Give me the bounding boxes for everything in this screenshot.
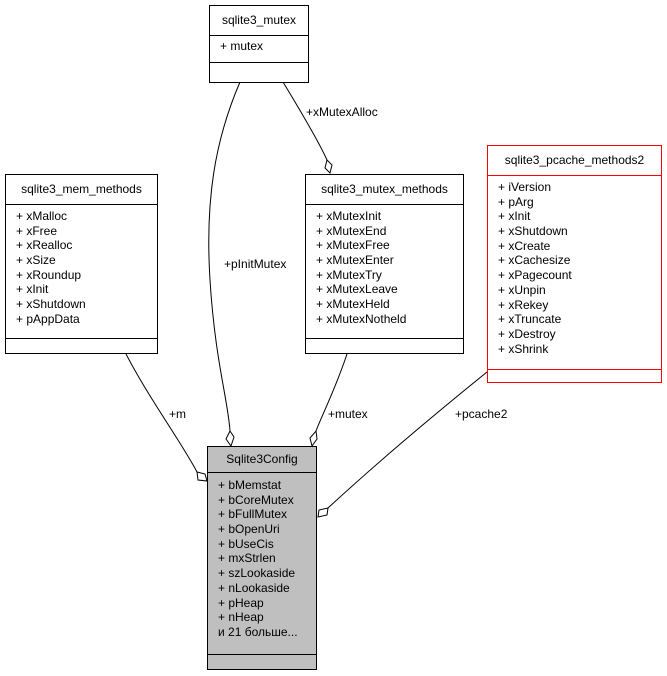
attribute: + xRealloc <box>16 238 73 253</box>
attribute: + xInit <box>16 282 49 297</box>
more-attributes-link[interactable]: и 21 больше... <box>218 624 298 639</box>
edge-mutex <box>315 353 348 432</box>
edge-label-mutex: +mutex <box>328 407 368 421</box>
attribute: + xMalloc <box>16 209 68 223</box>
attribute: + nHeap <box>218 610 264 625</box>
class-sqlite3-pcache-methods2[interactable]: sqlite3_pcache_methods2 + iVersion + pAr… <box>487 145 662 383</box>
attribute: + iVersion <box>498 180 552 194</box>
edge-pinitmutex <box>208 81 241 432</box>
diamond-pcache2 <box>317 507 329 518</box>
attribute: + xSize <box>16 253 56 268</box>
class-title: Sqlite3Config <box>208 447 316 473</box>
attribute: + bFullMutex <box>218 507 288 522</box>
attribute: + xMutexEnter <box>316 253 394 268</box>
attribute: + xTruncate <box>498 312 562 327</box>
class-attributes: + bMemstat + bCoreMutex + bFullMutex + b… <box>208 473 316 655</box>
attribute: + xMutexNotheld <box>316 311 407 326</box>
class-sqlite3config[interactable]: Sqlite3Config + bMemstat + bCoreMutex + … <box>207 446 317 670</box>
attribute: + xRoundup <box>16 267 82 282</box>
class-attributes: + mutex <box>210 36 308 63</box>
class-title: sqlite3_mutex_methods <box>306 175 463 205</box>
attribute: + pHeap <box>218 595 264 610</box>
edge-xmutexalloc <box>282 81 328 161</box>
edge-label-xmutexalloc: +xMutexAlloc <box>306 105 378 119</box>
edge-pcache2 <box>327 371 488 509</box>
attribute: + pArg <box>498 194 534 209</box>
class-sqlite3-mem-methods[interactable]: sqlite3_mem_methods + xMalloc + xFree + … <box>5 174 158 354</box>
attribute: + bCoreMutex <box>218 492 294 507</box>
edge-label-pinitmutex: +pInitMutex <box>224 257 287 271</box>
diamond-pinitmutex <box>225 430 235 448</box>
class-sqlite3-mutex[interactable]: sqlite3_mutex + mutex <box>209 5 309 83</box>
attribute: + bMemstat <box>218 478 282 492</box>
attribute: + xCreate <box>498 238 551 253</box>
diamond-m <box>196 471 208 482</box>
attribute: + xPagecount <box>498 268 572 283</box>
edge-label-pcache2: +pcache2 <box>455 407 508 421</box>
class-attributes: + xMalloc + xFree + xRealloc + xSize + x… <box>6 205 157 339</box>
attribute: + xInit <box>498 209 531 224</box>
attribute: + xUnpin <box>498 282 546 297</box>
edge-m <box>125 353 198 473</box>
attribute: + xRekey <box>498 297 549 312</box>
attribute: + xMutexInit <box>316 209 382 223</box>
attribute: + xCachesize <box>498 253 571 268</box>
class-title: sqlite3_mutex <box>210 6 308 36</box>
class-attributes: + iVersion + pArg + xInit + xShutdown + … <box>488 176 661 370</box>
attribute: + xMutexTry <box>316 267 382 282</box>
attribute: + mxStrlen <box>218 551 276 566</box>
attribute: + xMutexFree <box>316 238 390 253</box>
attribute: + bOpenUri <box>218 522 280 537</box>
class-attributes: + xMutexInit + xMutexEnd + xMutexFree + … <box>306 205 463 339</box>
attribute: + xFree <box>16 223 58 238</box>
attribute: + bUseCis <box>218 536 274 551</box>
attribute: + xShrink <box>498 341 549 356</box>
attribute: + nLookaside <box>218 580 290 595</box>
class-title: sqlite3_mem_methods <box>6 175 157 205</box>
attribute: + xMutexHeld <box>316 297 390 312</box>
attribute: + xMutexLeave <box>316 282 398 297</box>
attribute: + szLookaside <box>218 566 296 581</box>
attribute: + mutex <box>220 39 264 53</box>
class-sqlite3-mutex-methods[interactable]: sqlite3_mutex_methods + xMutexInit + xMu… <box>305 174 464 354</box>
attribute: + pAppData <box>16 311 80 326</box>
diamond-xmutexalloc <box>324 159 333 174</box>
attribute: + xShutdown <box>16 297 86 312</box>
class-title: sqlite3_pcache_methods2 <box>488 146 661 176</box>
attribute: + xShutdown <box>498 224 568 239</box>
diamond-mutex <box>309 429 318 448</box>
attribute: + xDestroy <box>498 326 556 341</box>
attribute: + xMutexEnd <box>316 223 387 238</box>
edge-label-m: +m <box>169 407 187 421</box>
